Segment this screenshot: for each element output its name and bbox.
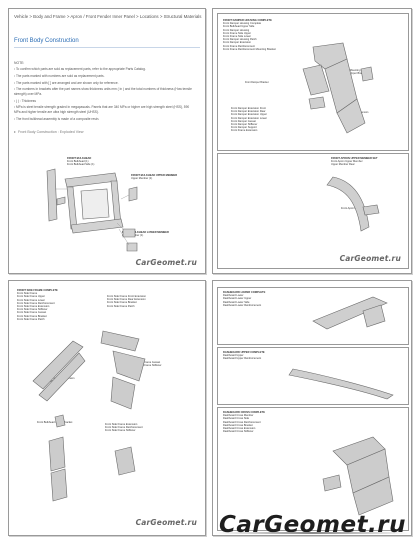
breadcrumb: Vehicle > Body and Frame > Apron / Front… xyxy=(14,14,202,19)
note-item: The numbers in brackets after the part n… xyxy=(14,87,196,96)
section-frame xyxy=(217,287,409,345)
upper-member-label: FRONT BULKHEAD UPPER MEMBER Upper Member… xyxy=(131,174,178,181)
watermark-logo: CarGeomet.ru xyxy=(135,258,197,267)
note-item: The parts marked with numbers are sold a… xyxy=(14,74,196,78)
manual-page-front-body: Vehicle > Body and Frame > Apron / Front… xyxy=(8,8,206,274)
section-frame xyxy=(217,13,409,151)
damper-low-label: Front Damper Extension Front Front Dampe… xyxy=(231,107,267,133)
manual-page-damper-housing: FRONT DAMPER HOUSING COMPLETE Front Damp… xyxy=(212,8,412,274)
expand-triangle-icon xyxy=(14,131,16,133)
manual-page-dashboard: DASHBOARD LOWER COMPLETE Dashboard Lower… xyxy=(212,280,412,536)
front-bulkhead-diagram xyxy=(46,168,138,252)
dashboard-lower-diagram xyxy=(312,296,388,330)
section-frame xyxy=(217,407,409,531)
watermark-logo-large: CarGeomet.ru xyxy=(214,512,411,538)
damper-housing-diagram xyxy=(302,42,374,134)
side-frame-diagram xyxy=(32,330,146,502)
subheading-text: Front Body Construction : Exploded View xyxy=(18,130,84,134)
section-frame xyxy=(217,153,409,269)
side-label: Front Damper Bracket xyxy=(245,81,269,84)
dashboard-cross-label: DASHBOARD CROSS COMPLETE Dashboard Cross… xyxy=(223,411,265,434)
title-divider xyxy=(14,47,200,48)
note-item: ( ) : Thickness xyxy=(14,99,196,103)
front-bulkhead-label: FRONT BULKHEAD Front Bulkhead (1) Front … xyxy=(67,157,95,167)
bottom-right-label: Front Side Frame Extension Front Side Fr… xyxy=(105,423,143,433)
exploded-view-subheading[interactable]: Front Body Construction : Exploded View xyxy=(14,130,83,134)
dashboard-cross-diagram xyxy=(322,436,394,516)
mid-right-label: Front Side Frame Gusset Front Side Frame… xyxy=(131,361,162,368)
dashboard-upper-label: DASHBOARD UPPER COMPLETE Dashboard Upper… xyxy=(223,351,265,361)
dashboard-upper-diagram xyxy=(288,368,394,400)
left-bottom-label: Front Bulkhead Frame Bracket xyxy=(37,421,73,424)
apron-member-label: FRONT APRON UPPER MEMBER SET Front Apron… xyxy=(331,157,378,167)
manual-page-side-frame: FRONT SIDE FRAME COMPLETE Front Side Fra… xyxy=(8,280,206,536)
damper-housing-label: FRONT DAMPER HOUSING COMPLETE Front Damp… xyxy=(223,19,276,51)
note-title: NOTE: xyxy=(14,61,25,65)
note-item: MPa is steel tensile strength graded in … xyxy=(14,105,196,114)
note-item: The front bulkhead assembly is made of a… xyxy=(14,117,196,121)
right-top-label: Front Side Frame Front Extension Front S… xyxy=(107,295,147,308)
page-title: Front Body Construction xyxy=(14,38,79,44)
note-item: To confirm which parts are sold as repla… xyxy=(14,67,196,71)
side-frame-label: FRONT SIDE FRAME COMPLETE Front Side Fra… xyxy=(17,289,58,321)
watermark-logo: CarGeomet.ru xyxy=(339,254,401,263)
section-frame xyxy=(217,347,409,405)
apron-member-diagram xyxy=(326,176,380,232)
note-item: The parts marked with [ ] are arranged a… xyxy=(14,81,196,85)
dashboard-lower-label: DASHBOARD LOWER COMPLETE Dashboard Lower… xyxy=(223,291,266,307)
notes-list: To confirm which parts are sold as repla… xyxy=(14,67,196,123)
watermark-logo: CarGeomet.ru xyxy=(135,518,197,527)
